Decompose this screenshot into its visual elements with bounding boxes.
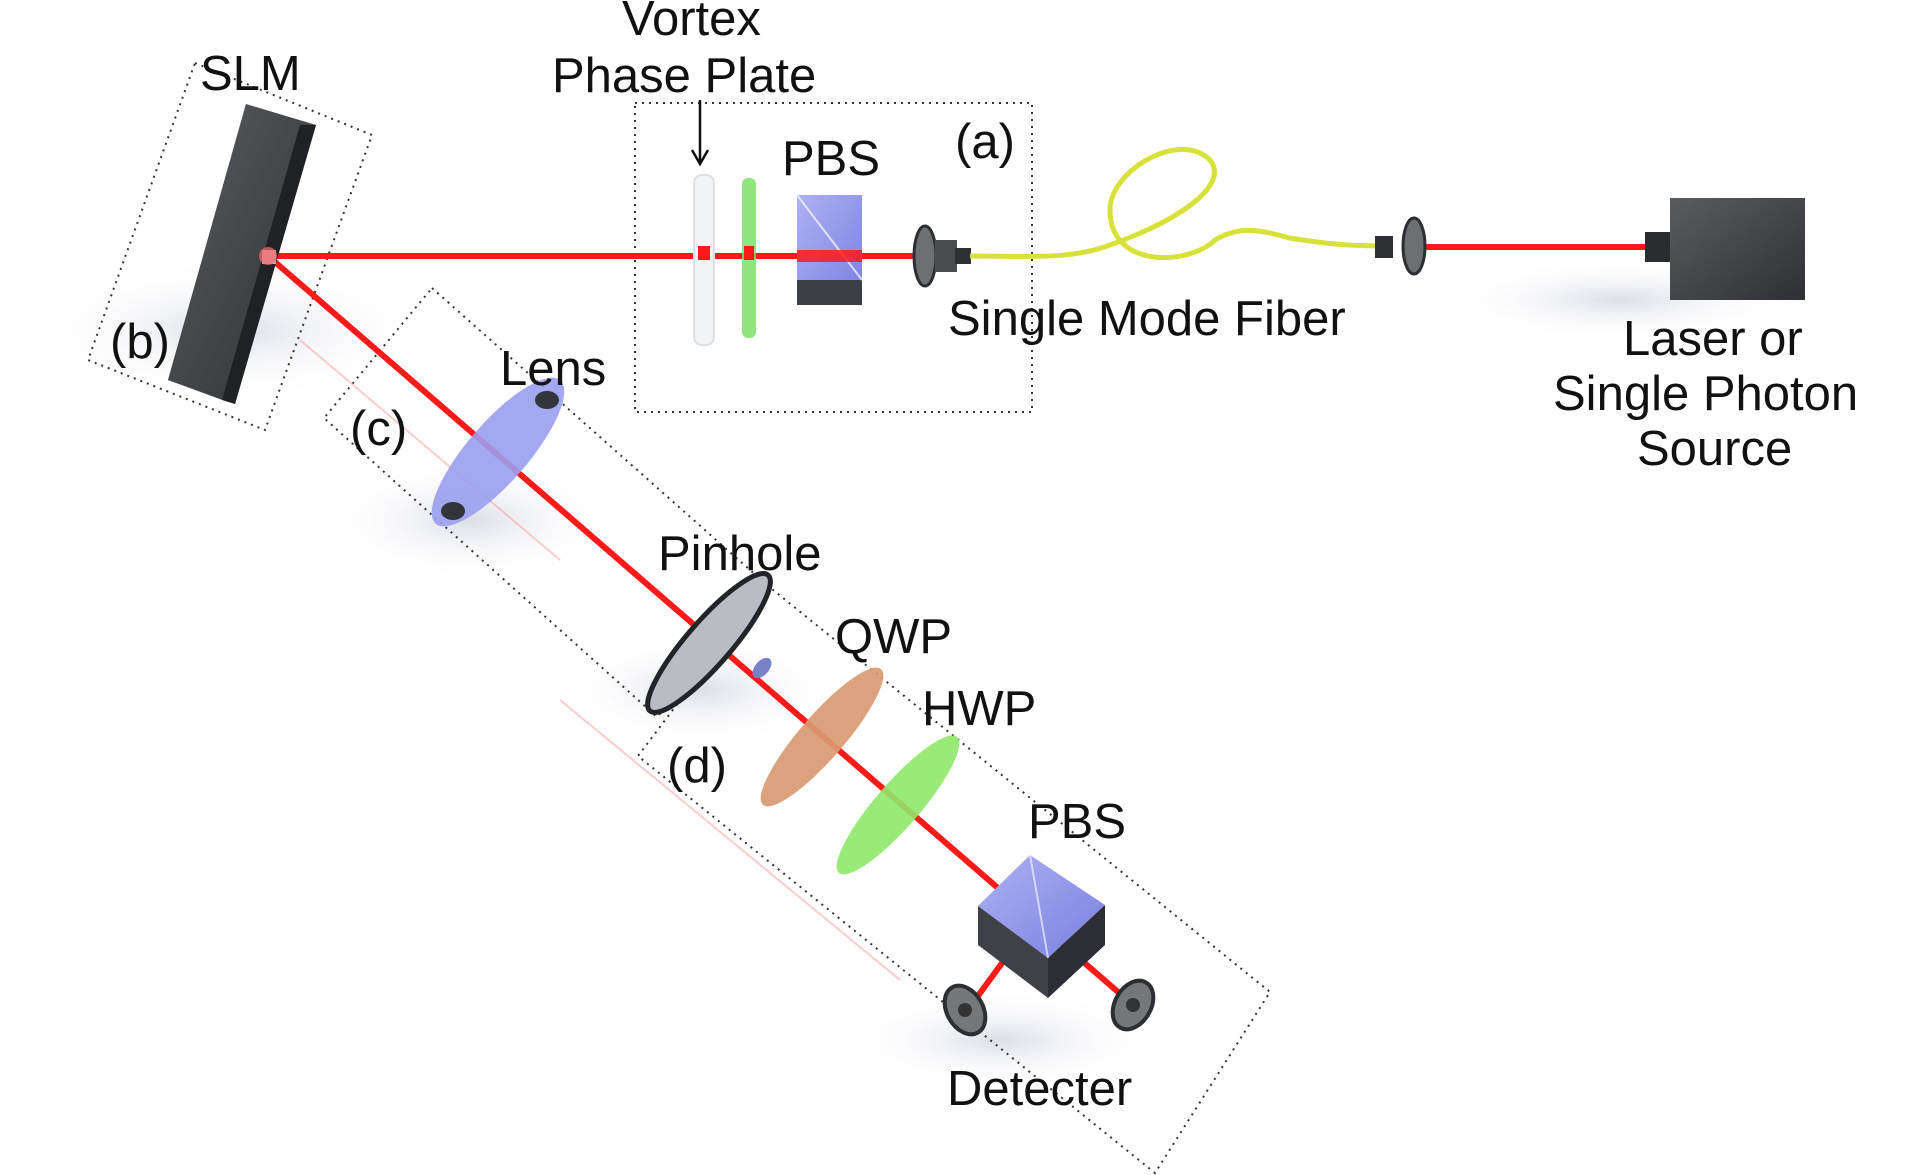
label-single-mode-fiber: Single Mode Fiber	[948, 292, 1346, 346]
label-slm: SLM	[200, 47, 301, 101]
beam-reflections	[299, 339, 901, 981]
slm-device	[168, 104, 316, 404]
label-region-b: (b)	[110, 315, 170, 369]
label-detecter: Detecter	[947, 1062, 1132, 1116]
vortex-phase-plate	[693, 174, 715, 346]
laser-beams	[265, 244, 1648, 1003]
label-vortex-line2: Phase Plate	[552, 49, 816, 103]
label-region-d: (d)	[667, 739, 727, 793]
detector-left	[942, 983, 988, 1037]
label-pinhole: Pinhole	[658, 527, 821, 581]
laser-source-box	[1645, 198, 1805, 300]
qwp	[760, 667, 884, 807]
hwp	[836, 735, 960, 875]
label-vortex-line1: Vortex	[622, 0, 761, 46]
lens	[431, 377, 565, 527]
label-region-c: (c)	[350, 402, 407, 456]
green-plate	[742, 178, 756, 338]
frame-a	[634, 102, 1033, 413]
labels: SLM Vortex Phase Plate PBS (a) (b) Singl…	[110, 0, 1858, 1116]
pbs-cube-top	[796, 194, 863, 305]
label-pbs-top: PBS	[782, 132, 880, 186]
label-lens: Lens	[500, 342, 606, 396]
fiber-coupler-a	[912, 224, 971, 288]
detector-right	[1110, 978, 1156, 1032]
label-source-line3: Source	[1637, 422, 1792, 476]
label-pbs-bottom: PBS	[1028, 795, 1126, 849]
fiber-coupler-source	[1375, 216, 1427, 276]
label-region-a: (a)	[955, 115, 1015, 169]
frame-b	[86, 61, 374, 432]
single-mode-fiber	[969, 147, 1386, 261]
label-source-line1: Laser or	[1623, 312, 1803, 366]
pinhole	[645, 571, 773, 715]
label-source-line2: Single Photon	[1553, 367, 1858, 421]
vortex-arrow	[690, 100, 710, 167]
label-hwp: HWP	[922, 682, 1036, 736]
label-qwp: QWP	[835, 610, 952, 664]
pbs-cube-bottom	[978, 854, 1105, 998]
floor-shadows	[30, 260, 1800, 1090]
